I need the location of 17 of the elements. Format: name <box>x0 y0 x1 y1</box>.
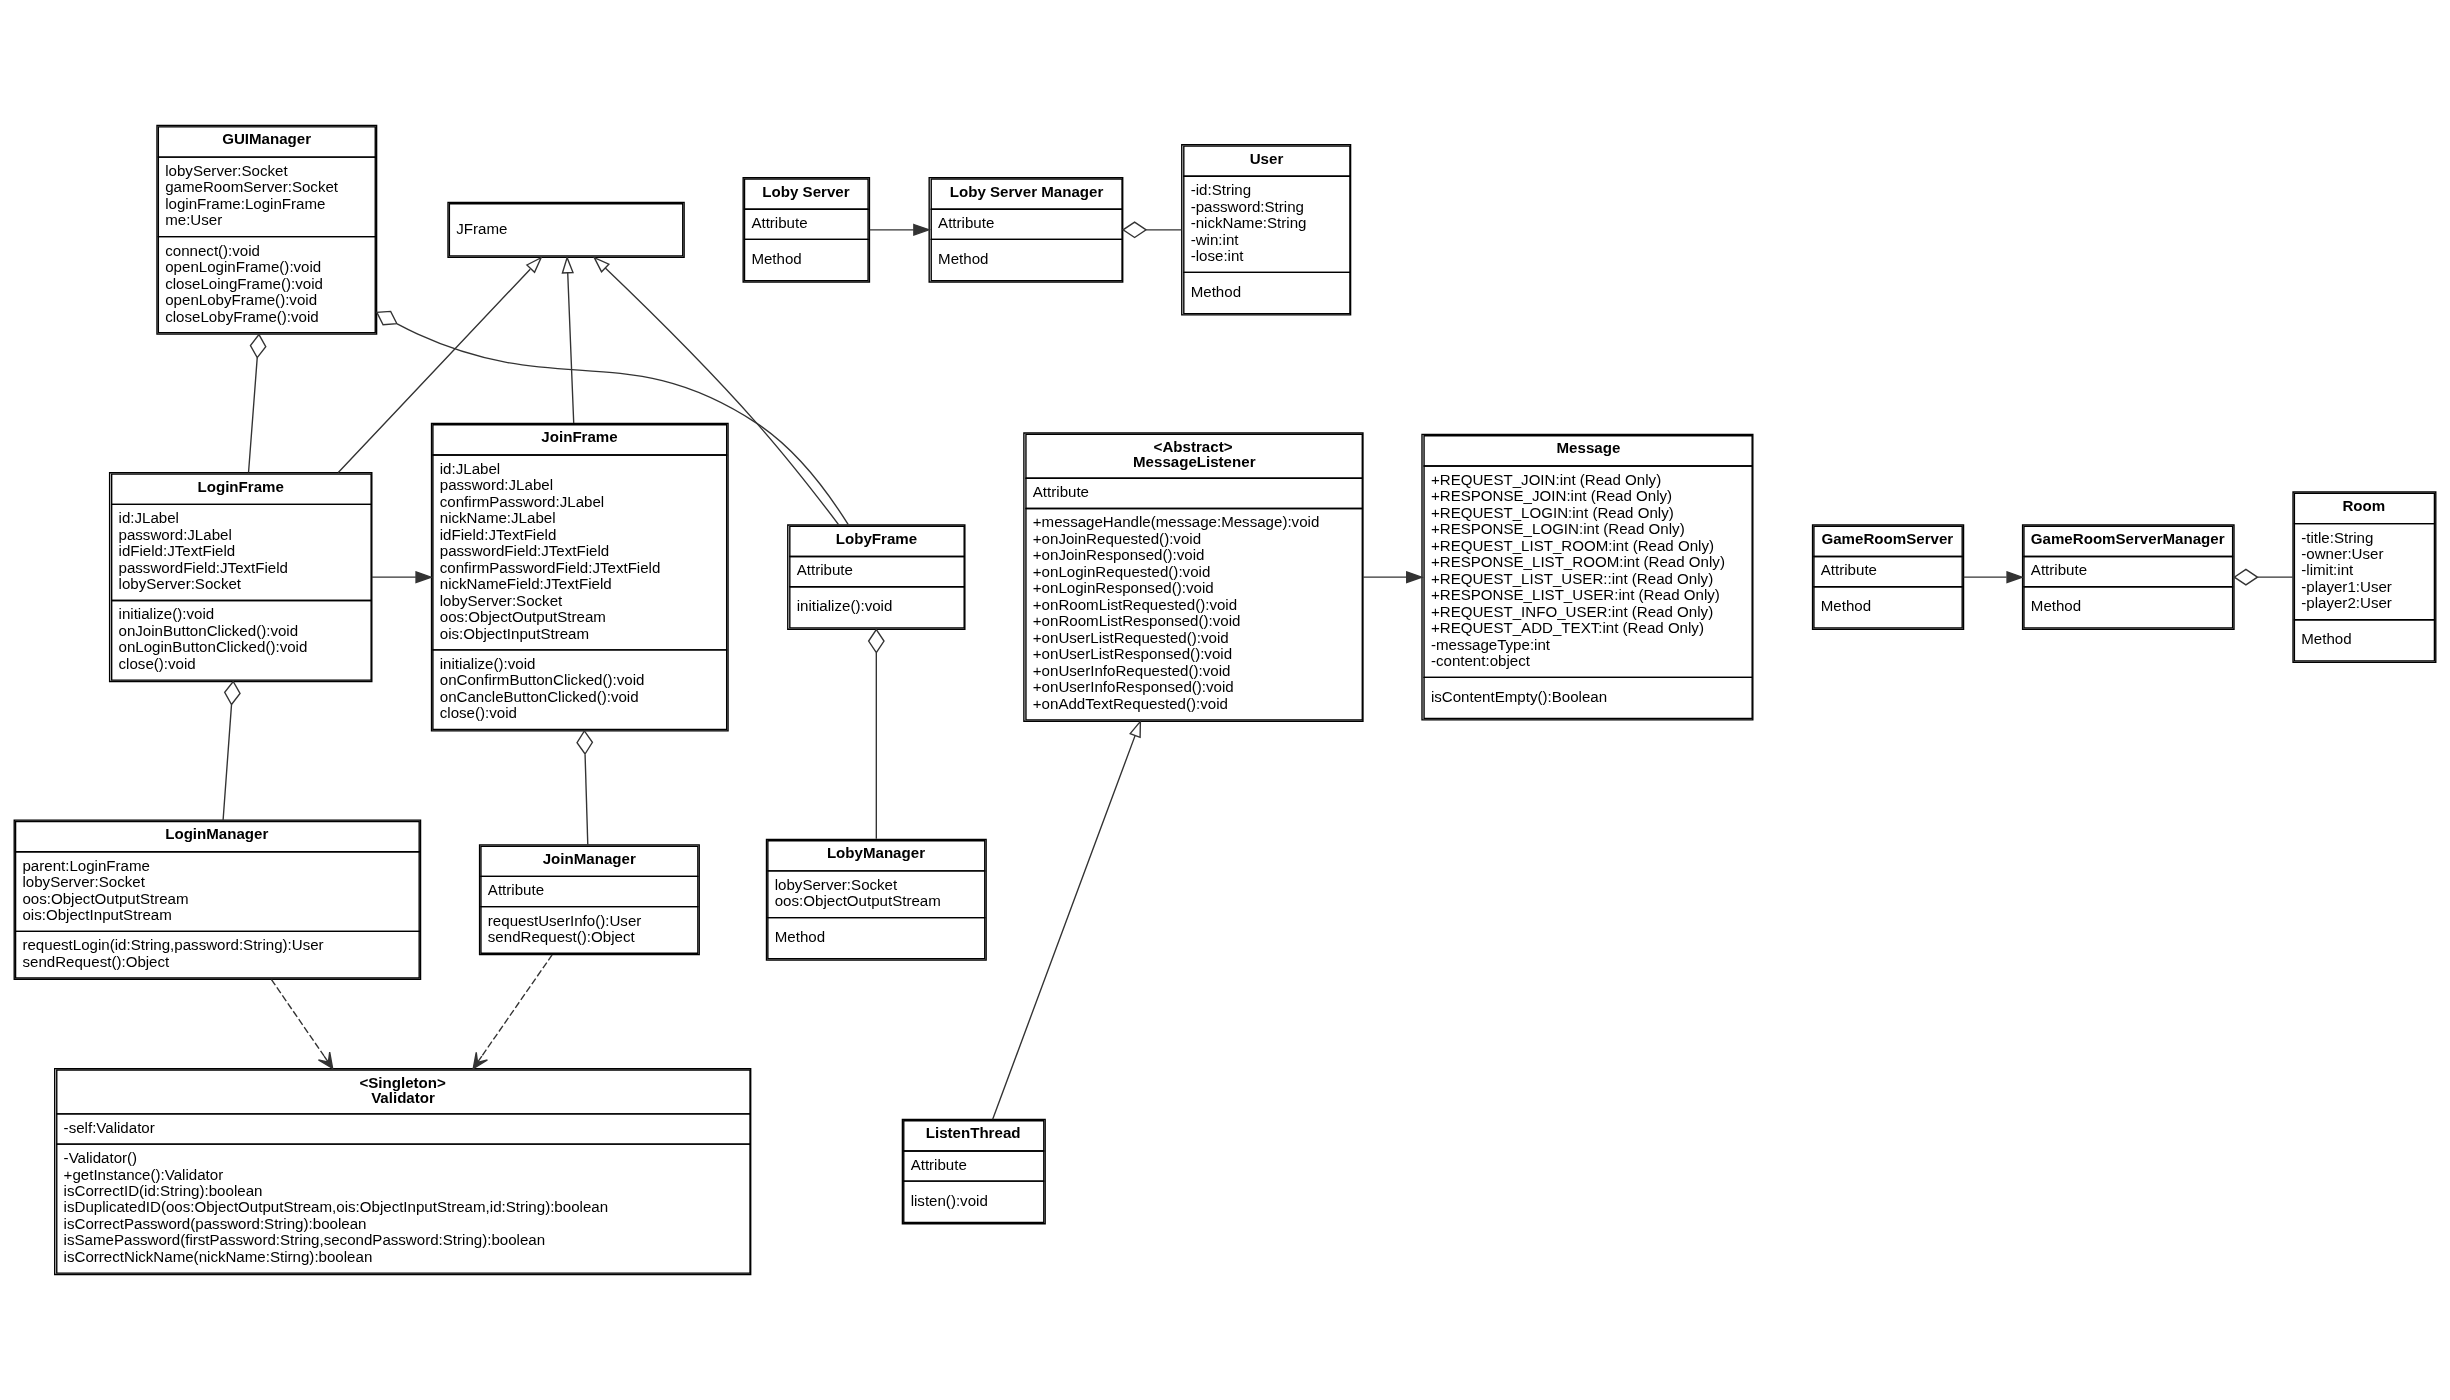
connector <box>867 628 885 840</box>
arrow <box>472 954 553 1070</box>
connector <box>576 729 594 846</box>
arrow <box>337 256 543 474</box>
arrow <box>1962 570 2025 584</box>
arrow <box>592 256 840 526</box>
arrow <box>1362 570 1424 584</box>
arrow <box>270 978 334 1070</box>
connector <box>222 680 241 821</box>
connector <box>247 333 267 474</box>
arrow <box>561 255 575 424</box>
arrow <box>869 223 932 237</box>
arrow <box>992 719 1142 1120</box>
connector <box>1121 221 1182 239</box>
connector <box>375 310 849 526</box>
connector <box>2233 568 2294 586</box>
arrow <box>371 570 434 584</box>
